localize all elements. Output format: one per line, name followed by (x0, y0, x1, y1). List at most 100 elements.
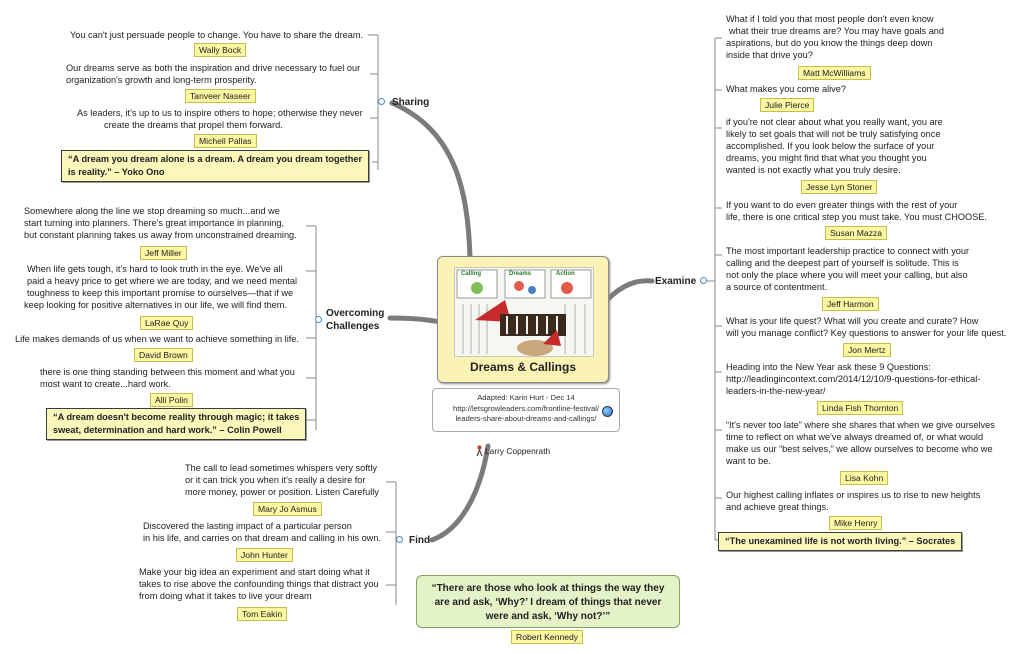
author-tag-jon-mertz[interactable]: Jon Mertz (843, 343, 891, 357)
author-tag-robert-kennedy[interactable]: Robert Kennedy (511, 630, 584, 644)
author-tag-wally-bock[interactable]: Wally Bock (194, 43, 247, 57)
sharing-text-2a: Our dreams serve as both the inspiration… (66, 63, 361, 73)
examine-text-3a: if you're not clear about what you reall… (726, 117, 943, 127)
examine-text-1a: What if I told you that most people don'… (726, 14, 934, 24)
author-tag-lisa-kohn[interactable]: Lisa Kohn (840, 471, 889, 485)
bracket-overcoming (306, 225, 321, 430)
examine-text-3d: dreams, you might find that what you tho… (726, 153, 927, 163)
bracket-find (386, 481, 402, 605)
bracket-examine (700, 37, 722, 541)
adapted-link-line-2[interactable]: http://letsgrowleaders.com/frontline-fes… (452, 403, 600, 413)
examine-text-5a: The most important leadership practice t… (726, 246, 970, 256)
examine-text-5c: not only the place where you will meet y… (726, 270, 968, 280)
author-tag-michell-pallas[interactable]: Michell Pallas (194, 134, 257, 148)
examine-text-9b: and achieve great things. (726, 502, 829, 512)
examine-text-8b: time to reflect on what we've always dre… (726, 432, 984, 442)
examine-text-6a: What is your life quest? What will you c… (726, 316, 979, 326)
find-text-1c: more money, power or position. Listen Ca… (185, 487, 379, 497)
examine-text-7b[interactable]: http://leadingincontext.com/2014/12/10/9… (726, 374, 981, 384)
examine-text-8c: make us our “best selves,” we allow ours… (726, 444, 993, 454)
branch-overcoming-line-1: Overcoming (326, 308, 385, 319)
branch-line-sharing (389, 100, 473, 261)
author-tag-matt-mcwilliams[interactable]: Matt McWilliams (798, 66, 871, 80)
author-tag-linda-fish-thornton[interactable]: Linda Fish Thornton (817, 401, 904, 415)
author-tag-jesse-lyn-stoner[interactable]: Jesse Lyn Stoner (801, 180, 878, 194)
examine-text-4a: If you want to do even greater things wi… (726, 200, 958, 210)
central-illustration: Calling Dreams Action (454, 267, 594, 357)
author-tag-alli-polin[interactable]: Alli Polin (150, 393, 193, 407)
examine-text-8a: “It's never too late” where she shares t… (726, 420, 995, 430)
find-text-2a: Discovered the lasting impact of a parti… (143, 521, 352, 531)
globe-icon[interactable] (602, 406, 613, 417)
picture-label-action: Action (556, 271, 575, 277)
examine-text-4b: life, there is one critical step you mus… (726, 212, 987, 222)
quote-line-2: is reality.” – Yoko Ono (68, 167, 165, 177)
overcoming-text-4b: most want to create...hard work. (40, 379, 171, 389)
overcoming-text-1a: Somewhere along the line we stop dreamin… (24, 206, 280, 216)
author-tag-david-brown[interactable]: David Brown (134, 348, 193, 362)
author-tag-julie-pierce[interactable]: Julie Pierce (760, 98, 815, 112)
kennedy-line-1: “There are those who look at things the … (431, 583, 665, 594)
overcoming-text-2c: toughness to keep this important promise… (27, 288, 294, 298)
author-tag-mike-henry[interactable]: Mike Henry (829, 516, 883, 530)
author-tag-tom-eakin[interactable]: Tom Eakin (237, 607, 288, 621)
overcoming-text-2b: paid a heavy price to get where we are t… (27, 276, 298, 286)
kennedy-line-3: were and ask, ‘Why not?’” (485, 611, 611, 622)
overcoming-text-2a: When life gets tough, it's hard to look … (27, 264, 283, 274)
quote-socrates[interactable]: “The unexamined life is not worth living… (718, 532, 963, 551)
author-tag-jeff-miller[interactable]: Jeff Miller (140, 246, 187, 260)
overcoming-text-2d: keep looking for positive alternatives i… (24, 300, 287, 310)
examine-text-1c: aspirations, but do you know the things … (726, 38, 933, 48)
author-tag-john-hunter[interactable]: John Hunter (236, 548, 293, 562)
examine-text-7c[interactable]: leaders-in-the-new-year/ (726, 386, 826, 396)
adapted-link-line-3[interactable]: leaders-share-about-dreams-and-callings/ (455, 414, 597, 423)
branch-line-examine (604, 278, 655, 303)
author-tag-mary-jo-asmus[interactable]: Mary Jo Asmus (253, 502, 322, 516)
examine-text-1b: what their true dreams are? You may have… (729, 26, 945, 36)
picture-label-dreams: Dreams (509, 271, 532, 277)
branch-sharing-label[interactable]: Sharing (392, 97, 430, 108)
branch-overcoming-label[interactable]: Overcoming Challenges (326, 307, 384, 333)
author-name: Larry Coppenrath (485, 446, 551, 456)
find-text-1b: or it can trick you when it's really a d… (185, 475, 366, 485)
collapse-toggle-find[interactable] (396, 536, 403, 543)
examine-text-3b: likely to set goals that will not be tru… (726, 129, 941, 139)
branch-overcoming-line-2: Challenges (326, 321, 380, 332)
overcoming-text-3: Life makes demands of us when we want to… (15, 334, 299, 344)
sharing-text-3a: As leaders, it's up to us to inspire oth… (77, 108, 363, 118)
examine-text-5d: a source of contentment. (726, 282, 828, 292)
quote-yoko-ono[interactable]: “A dream you dream alone is a dream. A d… (61, 150, 370, 182)
examine-text-3c: accomplished. If you look below the surf… (726, 141, 935, 151)
adapted-line-1: Adapted: Karin Hurt - Dec 14 (477, 393, 575, 402)
author-tag-jeff-harmon[interactable]: Jeff Harmon (822, 297, 879, 311)
collapse-toggle-overcoming[interactable] (315, 316, 322, 323)
collapse-toggle-sharing[interactable] (378, 98, 385, 105)
sharing-text-1: You can't just persuade people to change… (70, 30, 364, 40)
author-tag-tanveer-naseer[interactable]: Tanveer Naseer (185, 89, 256, 103)
examine-text-1d: inside that drive you? (726, 50, 813, 60)
quote-line-1: “A dream doesn't become reality through … (53, 412, 300, 422)
illustration-graphic (456, 269, 592, 356)
author-tag-susan-mazza[interactable]: Susan Mazza (825, 226, 888, 240)
examine-text-8d: want to be. (726, 456, 771, 466)
examine-text-6b: will you manage conflict? Key questions … (726, 328, 1007, 338)
branch-find-label[interactable]: Find (409, 535, 431, 546)
quote-line-1: “A dream you dream alone is a dream. A d… (68, 154, 363, 164)
central-title: Dreams & Callings (469, 360, 577, 374)
quote-line-2: sweat, determination and hard work.” – C… (53, 425, 282, 435)
collapse-toggle-examine[interactable] (700, 277, 707, 284)
picture-dot (471, 282, 483, 294)
author-tag-larae-quy[interactable]: LaRae Quy (140, 316, 194, 330)
quote-line-1: “The unexamined life is not worth living… (725, 536, 956, 546)
quote-robert-kennedy[interactable]: “There are those who look at things the … (416, 575, 680, 628)
branch-examine-label[interactable]: Examine (655, 276, 697, 287)
picture-dot (528, 286, 536, 294)
branch-line-overcoming (387, 315, 443, 325)
quote-colin-powell[interactable]: “A dream doesn't become reality through … (46, 408, 307, 440)
central-topic[interactable]: Calling Dreams Action Dreams & Callings (437, 256, 609, 383)
picture-dot (561, 282, 573, 294)
adapted-note[interactable]: Adapted: Karin Hurt - Dec 14 http://lets… (432, 388, 620, 432)
picture-panel-dreams (504, 269, 546, 299)
author-person-icon (476, 444, 483, 457)
